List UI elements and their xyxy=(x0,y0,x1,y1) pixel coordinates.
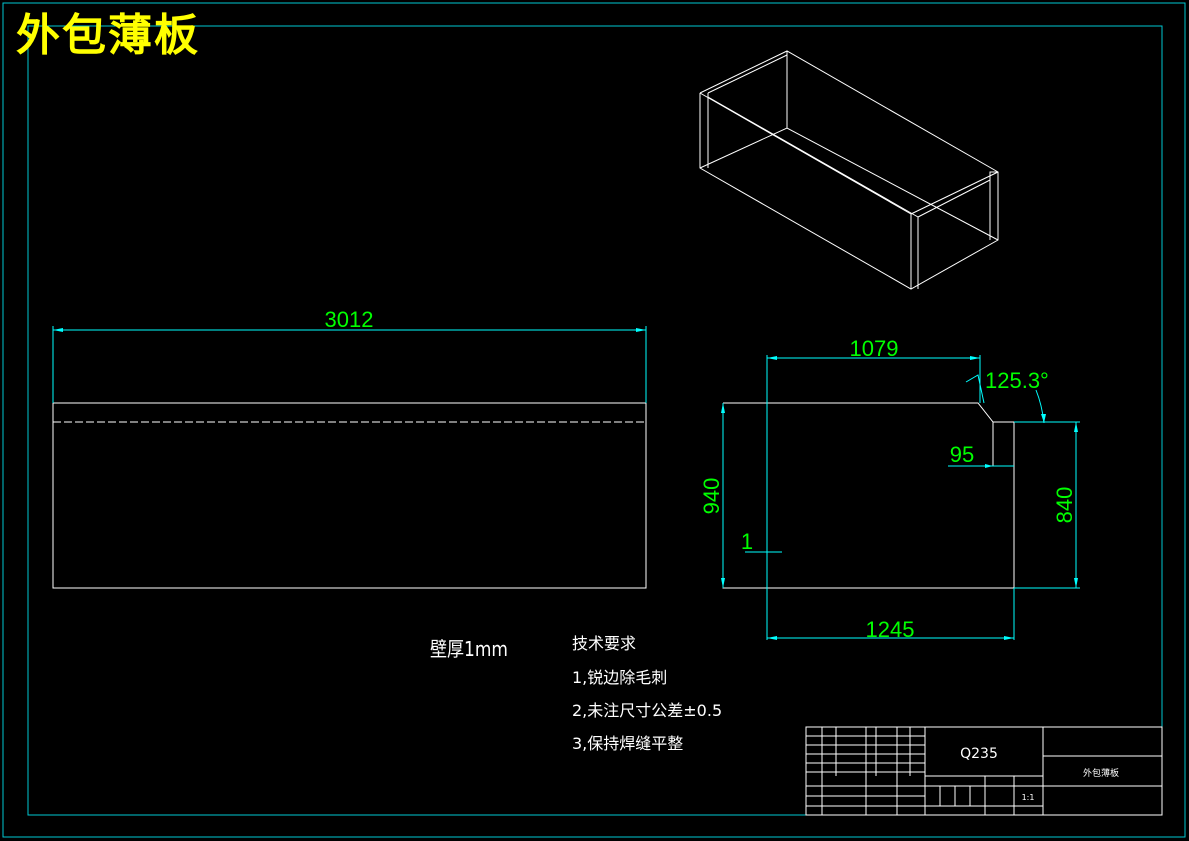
dim-940: 940 xyxy=(699,478,724,515)
dim-95: 95 xyxy=(950,442,974,467)
dim-840: 840 xyxy=(1052,487,1077,524)
isometric-box-view xyxy=(699,50,999,290)
drawing-title: 外包薄板 xyxy=(16,10,200,61)
tech-requirement-2: 2,未注尺寸公差±0.5 xyxy=(572,701,723,720)
drawing-frame xyxy=(27,25,1163,816)
flat-plate-view: 3012 xyxy=(52,307,647,589)
dim-1245: 1245 xyxy=(866,617,915,642)
plate-outline xyxy=(52,402,647,589)
wall-thickness-note: 壁厚1mm xyxy=(430,637,508,661)
dim-1079: 1079 xyxy=(850,336,899,361)
title-block-part-name: 外包薄板 xyxy=(1083,767,1119,779)
tech-requirements-title: 技术要求 xyxy=(572,634,637,653)
tech-requirement-1: 1,锐边除毛刺 xyxy=(572,668,668,687)
dim-1: 1 xyxy=(741,529,753,554)
title-block-scale: 1:1 xyxy=(1022,793,1035,802)
dim-angle: 125.3° xyxy=(985,368,1049,393)
title-block xyxy=(805,726,1163,816)
tech-requirement-3: 3,保持焊缝平整 xyxy=(572,734,684,753)
dim-3012: 3012 xyxy=(325,307,374,332)
profile-dimensions xyxy=(722,355,1080,640)
dimension-arrows xyxy=(721,356,1078,640)
title-block-material: Q235 xyxy=(960,746,998,762)
